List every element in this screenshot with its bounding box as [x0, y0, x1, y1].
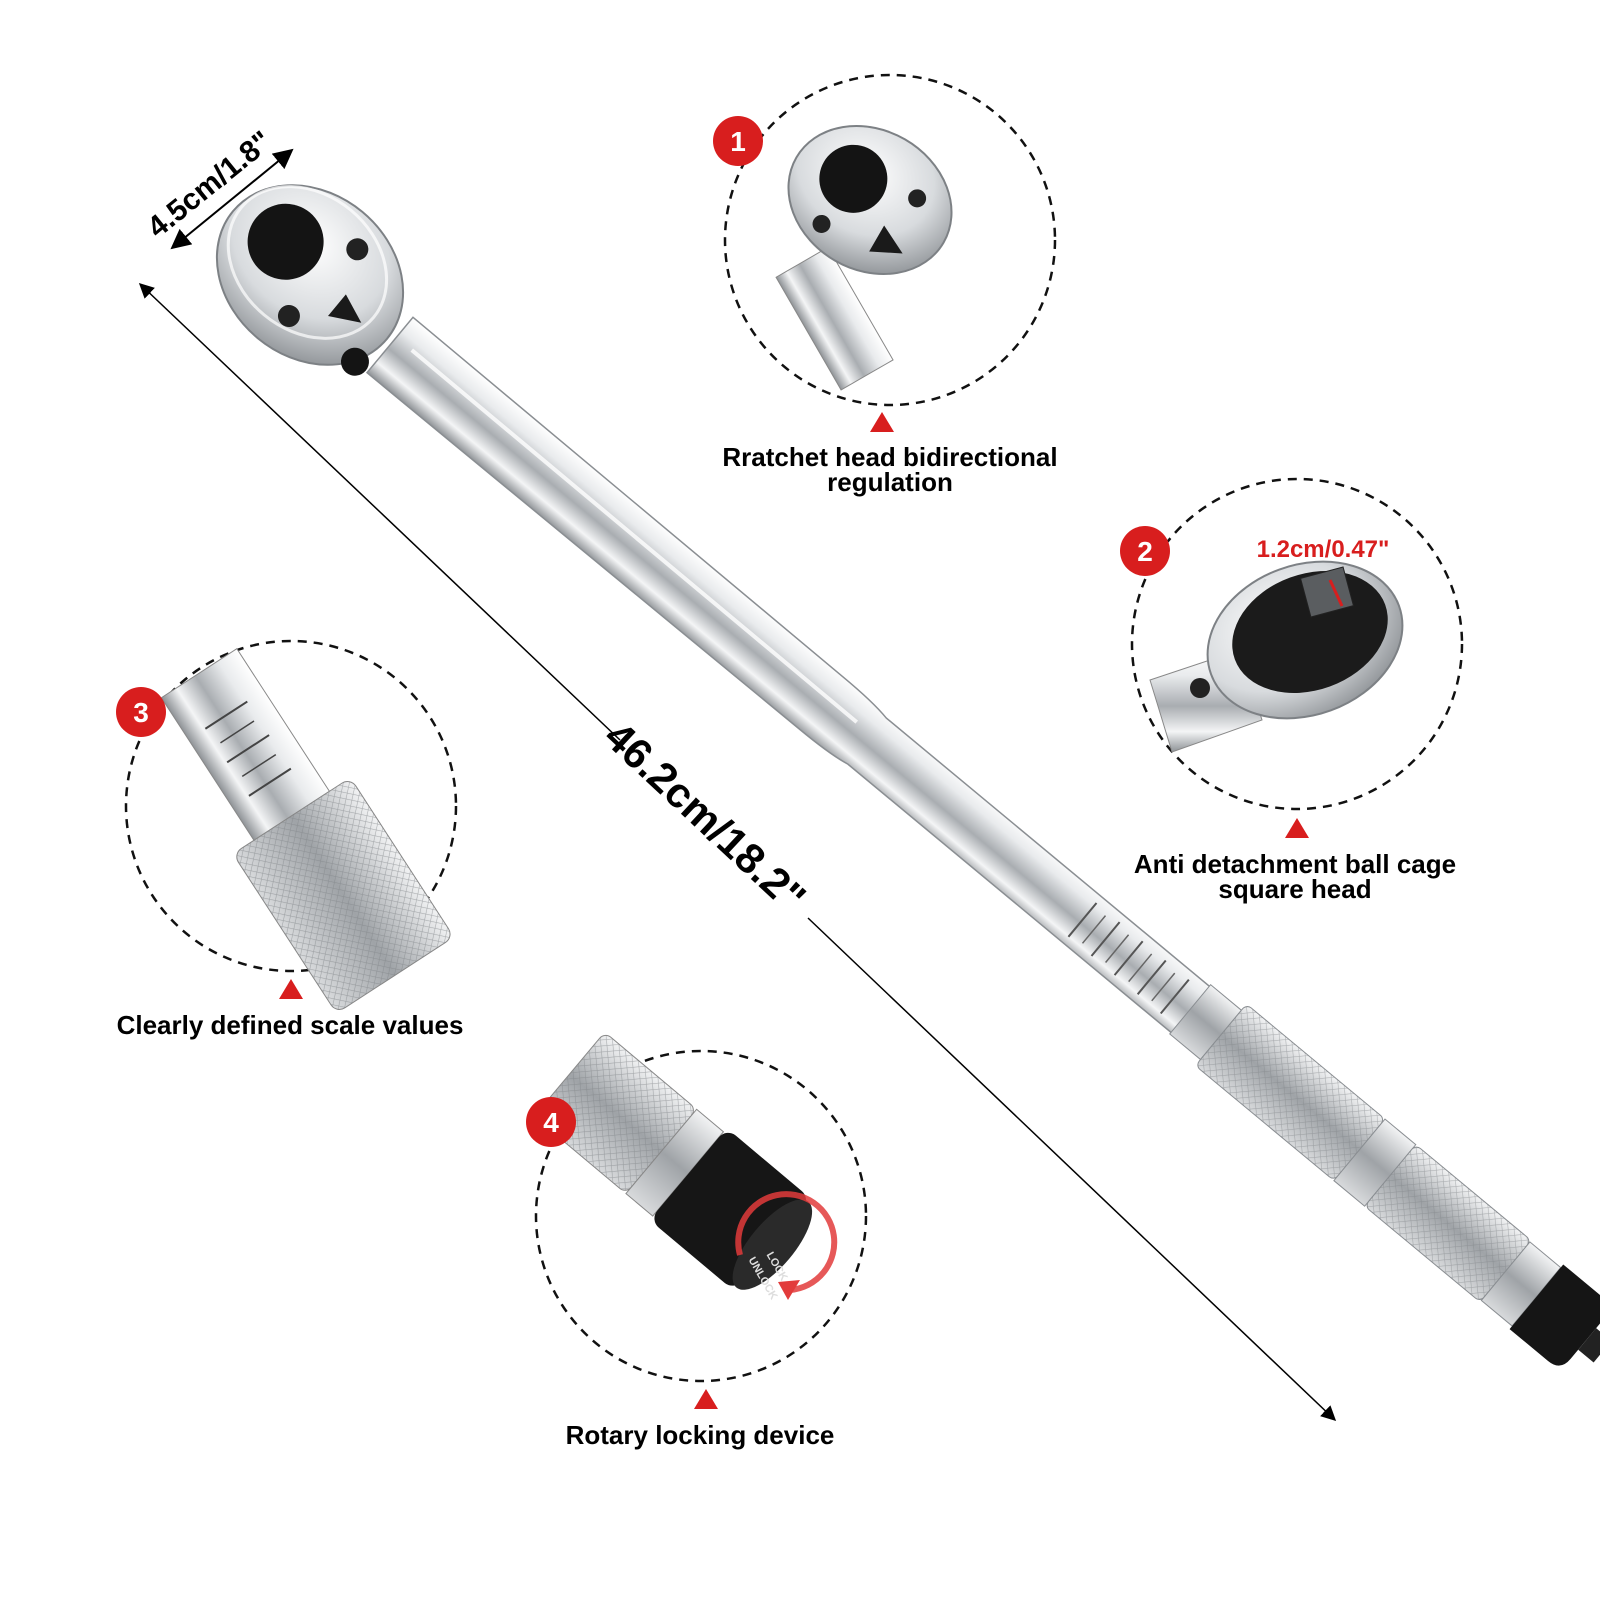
square-drive-closeup-icon: [1149, 560, 1404, 753]
callout-4-caption: Rotary locking device: [520, 1420, 880, 1450]
callout-1-caption-line2: regulation: [827, 467, 953, 497]
svg-text:2: 2: [1137, 536, 1153, 567]
direction-lever: [328, 294, 362, 323]
callout-1-caption: Rratchet head bidirectional regulation: [650, 442, 1130, 497]
callout-2-caption-line1: Anti detachment ball cage: [1133, 849, 1457, 879]
callout-3-caption-line1: Clearly defined scale values: [116, 1010, 464, 1040]
callout-1-caption-line1: Rratchet head bidirectional: [722, 442, 1058, 472]
dimension-lines: [138, 148, 1337, 1422]
callout-2-pointer-icon: [1285, 818, 1309, 838]
scale-closeup-icon: [160, 648, 451, 1010]
callout-4-pointer-icon: [694, 1389, 718, 1409]
wrench-scale-marks: [1067, 902, 1190, 1015]
wrench-grip: [1197, 1006, 1562, 1327]
ratchet-head-closeup-icon: [775, 124, 953, 391]
length-arrow-upper: [138, 282, 621, 741]
callout-2-square-drive: 2 1.2cm/0.47": [1120, 477, 1464, 838]
lock-knob-closeup-icon: [536, 1034, 813, 1290]
rotation-arrows-icon: [735, 1191, 838, 1300]
callout-1-badge: [713, 116, 763, 166]
svg-text:3: 3: [133, 697, 149, 728]
square-drive-dimension: 1.2cm/0.47": [1257, 536, 1390, 563]
callout-3-scale: 3: [116, 639, 458, 1010]
callout-4-caption-line1: Rotary locking device: [565, 1420, 835, 1450]
length-arrow-lower: [807, 917, 1337, 1422]
callout-1-ratchet-head: 1: [713, 73, 1057, 432]
svg-text:4: 4: [543, 1107, 559, 1138]
callout-3-caption: Clearly defined scale values: [70, 1010, 510, 1040]
callout-1-pointer-icon: [870, 412, 894, 432]
callout-2-caption-line2: square head: [1218, 874, 1372, 904]
callout-3-badge: [116, 687, 166, 737]
wrench-end-cap: [1509, 1264, 1600, 1366]
callout-4-lock-knob: LOCK UNLOCK 4: [526, 1034, 868, 1409]
svg-text:1: 1: [730, 126, 746, 157]
callout-4-badge: [526, 1097, 576, 1147]
wrench-shaft: [365, 316, 1600, 1366]
main-wrench: [215, 184, 1600, 1366]
head-width-arrow: [170, 148, 294, 250]
callout-2-badge: [1120, 526, 1170, 576]
callout-3-pointer-icon: [279, 979, 303, 999]
callout-2-caption: Anti detachment ball cage square head: [1095, 849, 1495, 904]
